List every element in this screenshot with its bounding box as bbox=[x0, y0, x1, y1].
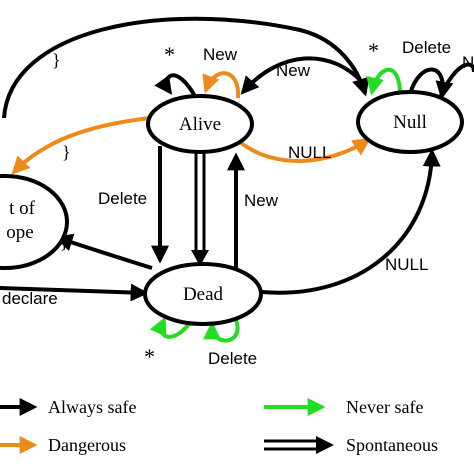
label-brace-top: } bbox=[52, 50, 61, 70]
legend-spontaneous-arrow-head bbox=[316, 436, 334, 454]
label-alive-to-dead-delete: Delete bbox=[98, 189, 147, 208]
state-alive-label: Alive bbox=[179, 114, 221, 135]
edge-alive-to-dead-spontaneous-head bbox=[191, 250, 209, 266]
label-brace-low: } bbox=[60, 232, 69, 252]
label-dead-to-alive-new: New bbox=[244, 191, 279, 210]
legend-spontaneous-label: Spontaneous bbox=[346, 435, 438, 455]
edge-alive-to-scope bbox=[11, 116, 151, 175]
label-dead-delete: Delete bbox=[208, 349, 257, 368]
legend-always-safe-label: Always safe bbox=[48, 397, 136, 417]
state-alive-shape bbox=[146, 94, 254, 154]
loop-dead-green-b bbox=[203, 319, 240, 343]
label-null-partial: N bbox=[462, 53, 474, 72]
state-out-of-scope: t of ope bbox=[0, 174, 69, 270]
label-dead-star: * bbox=[144, 344, 155, 369]
label-alive-to-null: NULL bbox=[288, 143, 331, 162]
legend-dangerous-label: Dangerous bbox=[48, 435, 126, 455]
edge-scope-to-null-arc bbox=[2, 16, 370, 119]
edge-dead-to-scope bbox=[54, 233, 153, 270]
edge-scope-to-dead bbox=[0, 283, 149, 302]
state-null-shape bbox=[356, 90, 464, 154]
edge-null-to-alive bbox=[240, 56, 364, 95]
label-null-star: * bbox=[368, 38, 379, 63]
loop-null-black-b bbox=[438, 62, 474, 99]
loop-dead-green-a bbox=[149, 316, 194, 339]
state-null: Null bbox=[356, 90, 464, 154]
edge-alive-to-null bbox=[238, 138, 372, 163]
legend: Always safe Never safe Dangerous Spontan… bbox=[0, 397, 438, 455]
state-out-of-scope-label-2: ope bbox=[6, 222, 33, 243]
state-dead: Dead bbox=[143, 262, 263, 326]
label-scope-to-dead-declare: declare bbox=[2, 289, 58, 308]
loop-null-black-a bbox=[408, 67, 454, 100]
label-dead-to-null: NULL bbox=[385, 255, 428, 274]
loop-null-green bbox=[366, 67, 402, 96]
label-brace-mid: } bbox=[62, 142, 71, 162]
state-out-of-scope-shape bbox=[0, 174, 69, 270]
state-alive: Alive bbox=[146, 94, 254, 154]
edge-dead-to-null bbox=[261, 148, 441, 295]
state-null-label: Null bbox=[393, 112, 427, 133]
label-null-delete: Delete bbox=[402, 38, 451, 57]
loop-alive-orange bbox=[202, 71, 241, 99]
label-alive-star: * bbox=[164, 42, 175, 67]
legend-never-safe-label: Never safe bbox=[346, 397, 423, 417]
label-alive-new: New bbox=[203, 45, 238, 64]
state-dead-shape bbox=[143, 262, 263, 326]
label-null-to-alive-new: New bbox=[276, 61, 311, 80]
state-dead-label: Dead bbox=[183, 284, 224, 305]
loop-alive-black bbox=[154, 73, 198, 99]
state-out-of-scope-label-1: t of bbox=[9, 198, 36, 219]
